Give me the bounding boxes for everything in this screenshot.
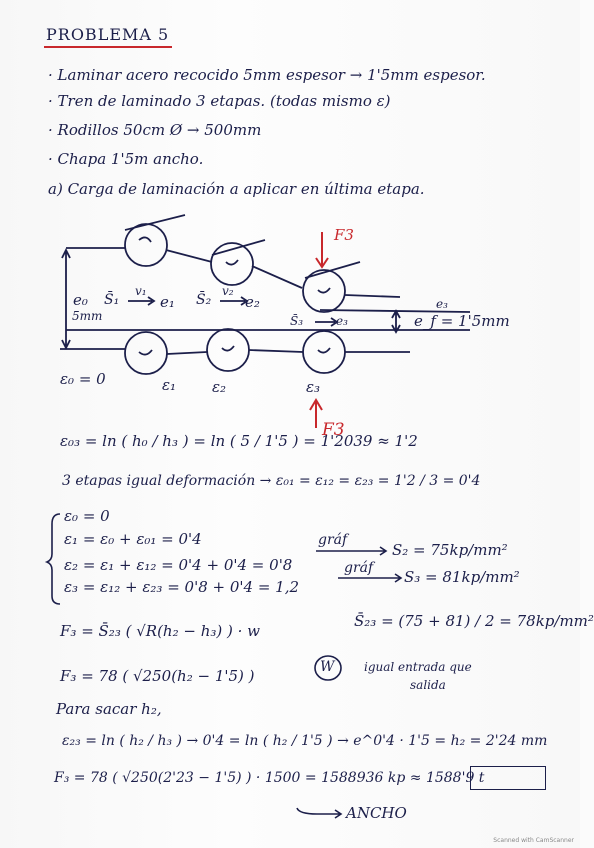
s1-label: S̄₁	[104, 292, 120, 308]
w-letter: W	[320, 659, 335, 675]
graf-label-2: gráf	[344, 560, 374, 576]
w-circle	[314, 655, 342, 681]
w-note-2: salida	[410, 678, 446, 692]
bullet-1: · Laminar acero recocido 5mm espesor → 1…	[48, 66, 486, 84]
para-sacar-h2: Para sacar h₂,	[56, 700, 162, 718]
e0-value: 5mm	[72, 309, 103, 323]
rolling-mill-diagram	[44, 214, 471, 819]
force-arrow-down	[315, 232, 329, 269]
scanner-footer: Scanned with CamScanner	[493, 837, 574, 844]
force-label-bottom: F3	[322, 420, 345, 440]
w-note-1: igual entrada que	[364, 660, 472, 674]
result-box	[470, 766, 546, 790]
e3-inline-label: e₃	[336, 314, 348, 328]
title-underline	[44, 46, 172, 48]
system-eq-3: ε₃ = ε₁₂ + ε₂₃ = 0'8 + 0'4 = 1,2	[64, 578, 300, 596]
bullet-3: · Rodillos 50cm Ø → 500mm	[48, 121, 262, 139]
eps1-label: ε₁	[162, 376, 177, 394]
eps23-equation: ε₂₃ = ln ( h₂ / h₃ ) → 0'4 = ln ( h₂ / 1…	[62, 733, 548, 749]
e2-label: e₂	[245, 293, 260, 311]
part-a-heading: a) Carga de laminación a aplicar en últi…	[48, 180, 425, 198]
force-arrow-up	[309, 398, 323, 428]
bottom-roller-1	[124, 331, 168, 375]
top-roller-2	[210, 242, 254, 286]
s3-value: S₃ = 81kp/mm²	[404, 568, 520, 586]
graf-label-1: gráf	[318, 532, 348, 548]
bullet-2: · Tren de laminado 3 etapas. (todas mism…	[48, 92, 391, 110]
page-title: PROBLEMA 5	[46, 25, 170, 44]
ef-label: e_f = 1'5mm	[414, 312, 510, 330]
e1-label: e₁	[160, 293, 175, 311]
f3-formula: F₃ = S̄₂₃ ( √R(h₂ − h₃) ) · w	[60, 622, 260, 640]
top-roller-3	[302, 269, 346, 313]
v2-label: v₂	[222, 284, 234, 298]
e0-label: e₀	[73, 291, 88, 309]
ancho-label: ANCHO	[346, 804, 407, 822]
v1-label: v₁	[135, 284, 147, 298]
system-eq-0: ε₀ = 0	[64, 507, 110, 525]
eps0-label: ε₀ = 0	[60, 370, 106, 388]
s23-equation: S̄₂₃ = (75 + 81) / 2 = 78kp/mm²	[354, 612, 594, 630]
s3-label: S̄₃	[290, 314, 304, 328]
f3-final-equation: F₃ = 78 ( √250(2'23 − 1'5) ) · 1500 = 15…	[54, 770, 485, 786]
bullet-4: · Chapa 1'5m ancho.	[48, 150, 204, 168]
s2-value: S₂ = 75kp/mm²	[392, 541, 508, 559]
s2-label: S̄₂	[196, 292, 212, 308]
force-label-top: F3	[334, 226, 354, 244]
etapas-equation: 3 etapas igual deformación → ε₀₁ = ε₁₂ =…	[62, 473, 481, 489]
eps3-label: ε₃	[306, 378, 321, 396]
system-eq-2: ε₂ = ε₁ + ε₁₂ = 0'4 + 0'4 = 0'8	[64, 556, 293, 574]
eps2-label: ε₂	[212, 378, 227, 396]
eps03-equation: ε₀₃ = ln ( h₀ / h₃ ) = ln ( 5 / 1'5 ) = …	[60, 432, 418, 450]
top-roller-1	[124, 223, 168, 267]
f3-substituted: F₃ = 78 ( √250(h₂ − 1'5) )	[60, 667, 255, 685]
system-eq-1: ε₁ = ε₀ + ε₀₁ = 0'4	[64, 530, 202, 548]
e3-top-label: e₃	[436, 297, 448, 311]
system-brace	[44, 513, 61, 605]
